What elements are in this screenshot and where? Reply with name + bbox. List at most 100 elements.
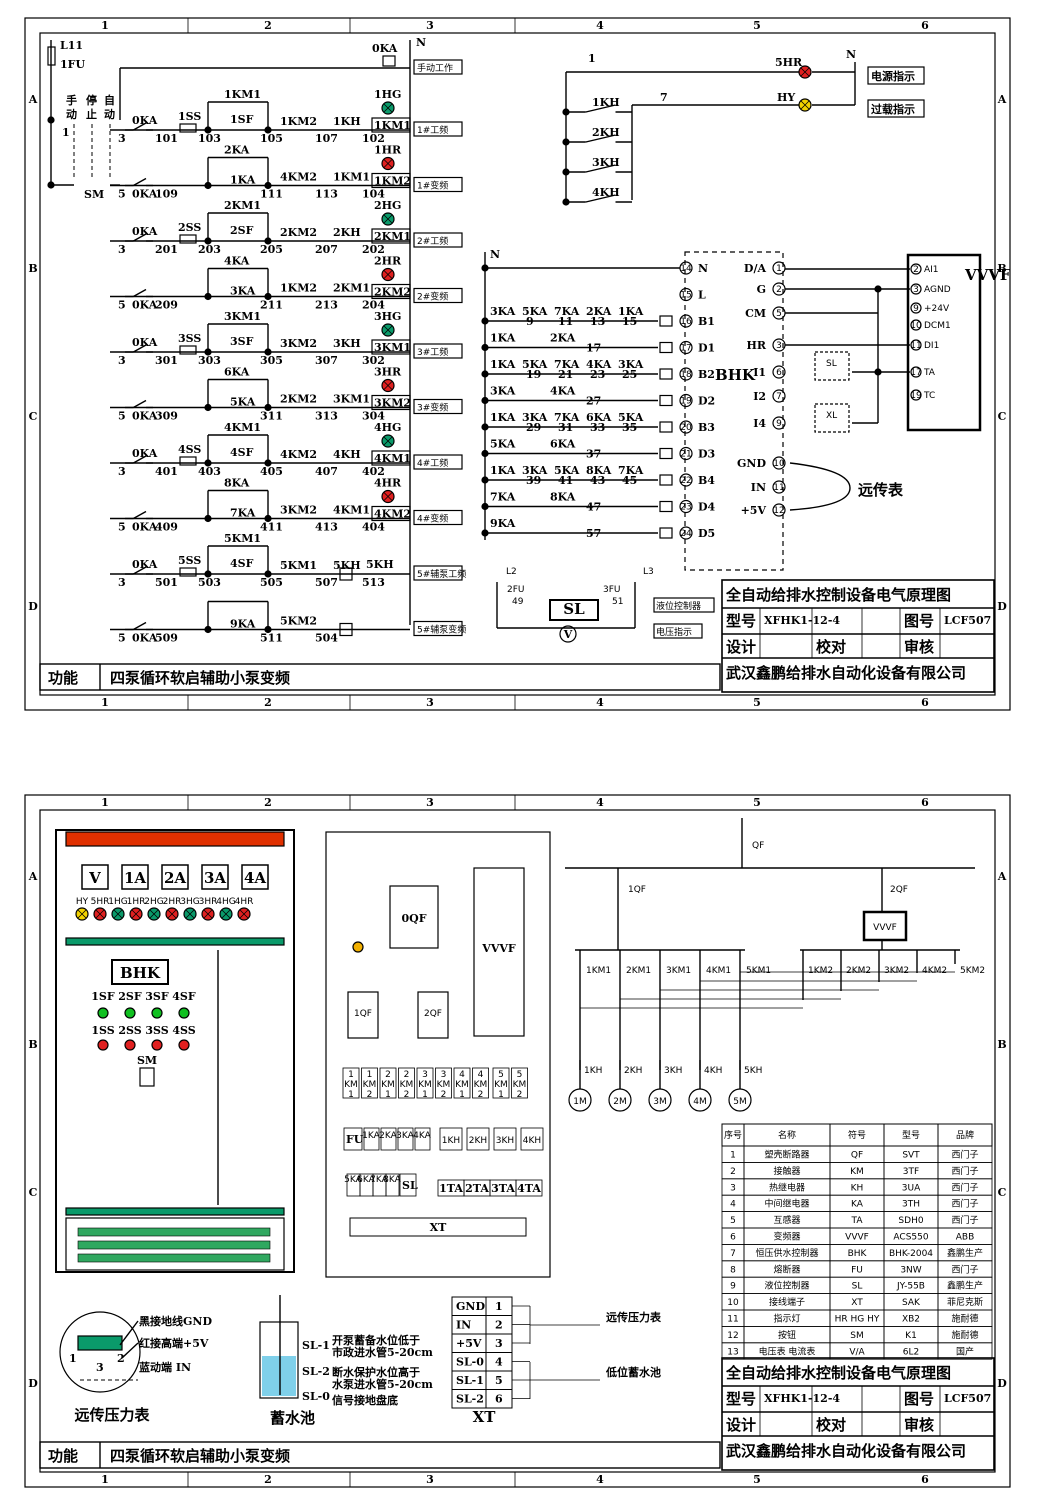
contactor-km: KM	[400, 1080, 414, 1090]
junction-dot	[204, 403, 212, 412]
terminal-icon	[679, 420, 693, 434]
contactor-label: 2KM1	[626, 966, 651, 976]
terminal-icon	[679, 287, 693, 302]
review-label: 审核	[904, 1416, 934, 1434]
node-number: 51	[612, 597, 623, 607]
terminal-label: D2	[698, 395, 715, 408]
motor-label: 2M	[613, 1097, 627, 1107]
wire	[133, 510, 147, 520]
contactor-number: 5	[498, 1070, 504, 1080]
terminal-number: 3	[776, 341, 782, 351]
bom-value: 13	[727, 1347, 738, 1357]
series-contact-label: 9KA	[230, 618, 256, 631]
terminal-strip-area	[65, 1217, 285, 1271]
terminal-label: N	[698, 262, 708, 275]
relay-box	[385, 1173, 400, 1197]
bom-value: 12	[727, 1331, 738, 1341]
lamp-cross	[77, 909, 87, 919]
bom-value: 西门子	[951, 1149, 978, 1161]
terminal-label: DCM1	[924, 321, 951, 331]
xt-number: 1	[495, 1300, 503, 1313]
relay-contact-label: 4KA	[586, 358, 612, 371]
start-button-label: 3SF	[145, 990, 169, 1003]
overload-contact-label: 2KH	[333, 226, 361, 239]
drawing-number-value: LCF507	[944, 1392, 991, 1405]
review-label: 审核	[904, 638, 934, 656]
interlock-contact-label: 4KM2	[280, 448, 317, 461]
relay-contact-label: 1KA	[490, 464, 516, 477]
inner-border	[39, 32, 996, 696]
contactor-box	[435, 1067, 452, 1099]
overload-contact-label: 3KH	[333, 337, 361, 350]
selector-manual-2: 动	[66, 107, 77, 121]
contactor-label: 1KM2	[808, 966, 833, 976]
terminal-label: TC	[923, 391, 935, 401]
interlock-contact-label: 5KM1	[280, 559, 317, 572]
coil-label: 4KM1	[374, 452, 411, 465]
grid-column-label: 2	[264, 1473, 272, 1486]
meter-box	[201, 864, 229, 890]
wire	[133, 399, 147, 409]
stop-button-icon	[124, 1039, 136, 1051]
grid-column-label: 6	[921, 796, 929, 809]
grid-column-label: 4	[596, 1473, 604, 1486]
relay-contact-label: 0KA	[132, 410, 158, 423]
interlock-contact-label: 1KM2	[280, 282, 317, 295]
junction-dot	[204, 514, 212, 523]
lamp-label: 1HR	[374, 144, 402, 157]
node-number: 304	[362, 410, 385, 423]
panel-lamp-label: HY	[76, 897, 89, 907]
coil-box	[371, 228, 411, 244]
node-number: 19	[526, 368, 541, 381]
bom-value: 接线端子	[769, 1296, 805, 1308]
stop-button-label: 3SS	[178, 332, 201, 345]
meter-label: 3A	[204, 869, 226, 887]
function-bar	[39, 663, 721, 691]
contactor-number: 3	[441, 1070, 447, 1080]
overload-contact-label: 1KM1	[333, 171, 370, 184]
xl-relay-label: XL	[826, 411, 837, 421]
level-tag-box	[653, 597, 715, 613]
junction-dot	[204, 459, 212, 467]
grid-column-label: 1	[101, 19, 109, 32]
fuse-label: 3FU	[603, 585, 621, 595]
manual-work-label: 手动工作	[417, 62, 453, 74]
function-tag-label: 5#辅泵工频	[417, 568, 466, 580]
inverter-plate-box	[473, 867, 525, 1037]
phase-label: L2	[506, 567, 517, 577]
overload-box	[493, 1127, 517, 1151]
selector-auto: 自	[104, 93, 115, 107]
selector-manual: 手	[66, 93, 77, 107]
grid-column-label: 5	[753, 19, 761, 32]
terminal-icon	[910, 302, 922, 314]
model-value: XFHK1-12-4	[764, 614, 840, 627]
bom-value: ACS550	[893, 1233, 928, 1243]
main-breaker-label: 0QF	[401, 912, 426, 925]
coil-label: 1KM1	[374, 119, 411, 132]
overload-box	[439, 1127, 463, 1151]
relay-contact-label: 1KA	[618, 305, 644, 318]
overload-label: 3KH	[496, 1136, 514, 1146]
terminal-icon	[679, 393, 693, 408]
breaker-2qf-label: 2QF	[890, 885, 908, 895]
junction-dot	[874, 285, 882, 293]
xt-number: 3	[495, 1337, 503, 1350]
model-label: 型号	[726, 1390, 756, 1408]
power-lamp-label: 5HR	[775, 56, 803, 69]
terminal-label: CM	[745, 307, 766, 320]
node-number: 403	[198, 465, 221, 478]
node-number: 49	[512, 597, 524, 607]
breaker-2qf-label: 2QF	[424, 1009, 442, 1019]
contactor-index: 1	[459, 1090, 465, 1100]
node-number: 102	[362, 132, 385, 145]
junction-dot	[204, 625, 212, 634]
grid-column-label: 3	[426, 696, 434, 709]
function-tag-label: 4#变频	[417, 513, 448, 525]
terminal-icon	[772, 365, 786, 379]
interlock-contact-label: 2KM2	[280, 393, 317, 406]
node-number: 5	[118, 632, 126, 645]
terminal-label: D5	[698, 527, 715, 540]
parallel-contact-label: 3KM1	[224, 310, 261, 323]
function-tag-box	[413, 620, 463, 637]
stop-button-icon	[179, 345, 197, 355]
